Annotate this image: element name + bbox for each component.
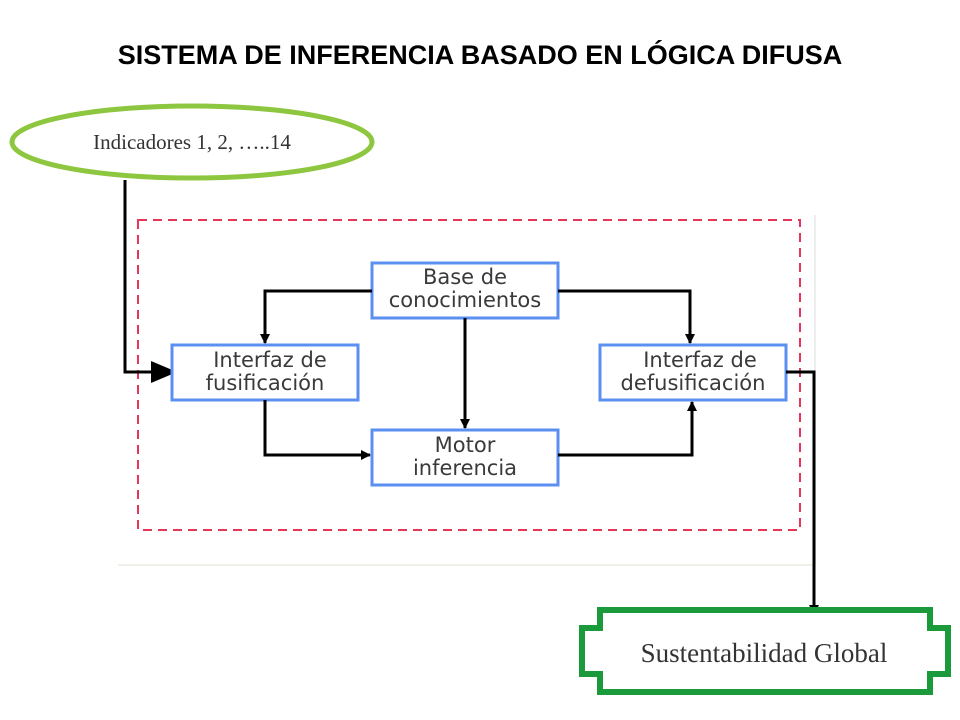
block-base-line2: conocimientos (389, 288, 541, 312)
output-connector (786, 370, 819, 615)
block-motor-line1: Motor (435, 433, 496, 457)
block-fusificacion-line1: Interfaz de (213, 348, 327, 372)
block-base-line1: Base de (423, 265, 507, 289)
block-fusificacion-line2: fusificación (206, 371, 325, 395)
input-connector (123, 180, 177, 383)
input-ellipse (9, 103, 375, 181)
arrow-base-to-defusificacion (558, 289, 695, 344)
block-defusificacion-line2: defusificación (621, 371, 766, 395)
diagram-title: SISTEMA DE INFERENCIA BASADO EN LÓGICA D… (117, 40, 843, 70)
block-defusificacion-line1: Interfaz de (643, 348, 757, 372)
input-label: Indicadores 1, 2, …..14 (93, 130, 291, 154)
output-box (579, 607, 951, 695)
output-label: Sustentabilidad Global (641, 638, 888, 668)
system-boundary (137, 219, 801, 531)
arrow-motor-to-defusificacion (558, 401, 697, 457)
block-interfaz-defusificacion (598, 343, 788, 402)
arrow-base-to-fusificacion (260, 289, 372, 344)
arrow-fusificacion-to-motor (263, 400, 371, 460)
block-motor-line2: inferencia (413, 456, 517, 480)
block-motor-inferencia (370, 428, 560, 487)
